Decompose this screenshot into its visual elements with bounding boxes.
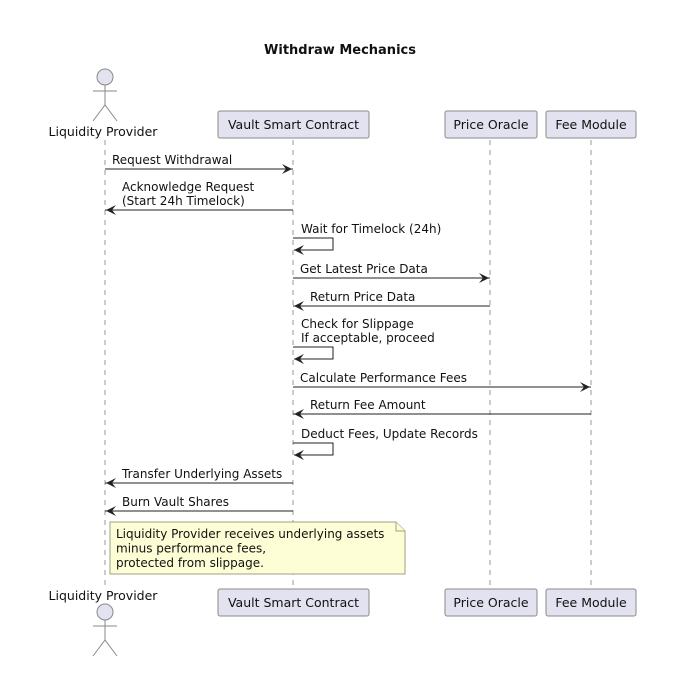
participant-box-fee-top: Fee Module bbox=[545, 110, 637, 139]
self-arrow-line bbox=[293, 346, 334, 360]
message-10: Transfer Underlying Assets bbox=[105, 467, 293, 488]
participant-box-rect bbox=[444, 110, 538, 139]
message-label: Deduct Fees, Update Records bbox=[301, 427, 478, 441]
message-label: (Start 24h Timelock) bbox=[122, 194, 245, 208]
message-label: Burn Vault Shares bbox=[122, 495, 229, 509]
note-text: protected from slippage. bbox=[116, 556, 264, 570]
participant-label-bottom: Liquidity Provider bbox=[49, 588, 159, 603]
message-5: Return Price Data bbox=[293, 290, 490, 311]
message-7: Calculate Performance Fees bbox=[293, 371, 591, 392]
actor-legs bbox=[92, 639, 118, 657]
participant-box-oracle-bottom: Price Oracle bbox=[444, 588, 538, 617]
arrowhead-left-icon bbox=[106, 205, 116, 215]
participant-box-oracle-top: Price Oracle bbox=[444, 110, 538, 139]
participant-box-rect bbox=[545, 110, 637, 139]
message-label: Return Price Data bbox=[310, 290, 415, 304]
message-label: Acknowledge Request bbox=[122, 180, 254, 194]
message-label: If acceptable, proceed bbox=[301, 331, 435, 345]
note-text: Liquidity Provider receives underlying a… bbox=[116, 527, 384, 541]
self-arrow-line bbox=[293, 442, 334, 456]
participant-box-vault-top: Vault Smart Contract bbox=[217, 110, 370, 139]
participant-label: Fee Module bbox=[555, 595, 627, 610]
participant-label: Fee Module bbox=[555, 117, 627, 132]
participant-box-vault-bottom: Vault Smart Contract bbox=[217, 588, 370, 617]
participant-box-rect bbox=[444, 588, 538, 617]
actor-head-icon bbox=[96, 68, 114, 86]
participant-box-rect bbox=[217, 110, 370, 139]
actor-head-icon bbox=[96, 603, 114, 621]
message-label: Wait for Timelock (24h) bbox=[301, 222, 441, 236]
note-box bbox=[109, 521, 406, 575]
self-arrow-line bbox=[293, 237, 334, 251]
arrowhead-right-icon bbox=[580, 382, 590, 392]
message-2: Acknowledge Request(Start 24h Timelock) bbox=[105, 180, 293, 215]
note: Liquidity Provider receives underlying a… bbox=[109, 521, 406, 575]
arrowhead-right-icon bbox=[282, 164, 292, 174]
message-label: Get Latest Price Data bbox=[300, 262, 428, 276]
message-label: Return Fee Amount bbox=[310, 398, 426, 412]
participant-label: Vault Smart Contract bbox=[228, 117, 359, 132]
participant-label: Price Oracle bbox=[453, 595, 528, 610]
participant-label: Vault Smart Contract bbox=[228, 595, 359, 610]
participant-box-rect bbox=[217, 588, 370, 617]
arrowhead-left-icon bbox=[294, 354, 304, 364]
actor-top-lp bbox=[92, 68, 118, 122]
arrowhead-right-icon bbox=[479, 273, 489, 283]
message-label: Check for Slippage bbox=[301, 317, 414, 331]
note-text: minus performance fees, bbox=[116, 542, 266, 556]
actor-bottom-lp bbox=[92, 603, 118, 657]
participant-label-top: Liquidity Provider bbox=[49, 124, 159, 139]
participant-label: Price Oracle bbox=[453, 117, 528, 132]
message-8: Return Fee Amount bbox=[293, 398, 591, 419]
arrowhead-left-icon bbox=[294, 450, 304, 460]
arrowhead-left-icon bbox=[106, 478, 116, 488]
arrowhead-left-icon bbox=[106, 506, 116, 516]
diagram-title: Withdraw Mechanics bbox=[264, 43, 416, 58]
message-label: Calculate Performance Fees bbox=[300, 371, 467, 385]
actor-legs bbox=[92, 104, 118, 122]
message-label: Transfer Underlying Assets bbox=[121, 467, 282, 481]
participant-box-fee-bottom: Fee Module bbox=[545, 588, 637, 617]
participant-box-rect bbox=[545, 588, 637, 617]
message-3: Wait for Timelock (24h) bbox=[293, 222, 441, 255]
arrowhead-left-icon bbox=[294, 301, 304, 311]
message-1: Request Withdrawal bbox=[105, 153, 293, 174]
message-9: Deduct Fees, Update Records bbox=[293, 427, 478, 460]
message-11: Burn Vault Shares bbox=[105, 495, 293, 516]
note-fold-icon bbox=[395, 522, 405, 532]
message-label: Request Withdrawal bbox=[112, 153, 232, 167]
message-4: Get Latest Price Data bbox=[293, 262, 490, 283]
arrowhead-left-icon bbox=[294, 409, 304, 419]
arrowhead-left-icon bbox=[294, 245, 304, 255]
